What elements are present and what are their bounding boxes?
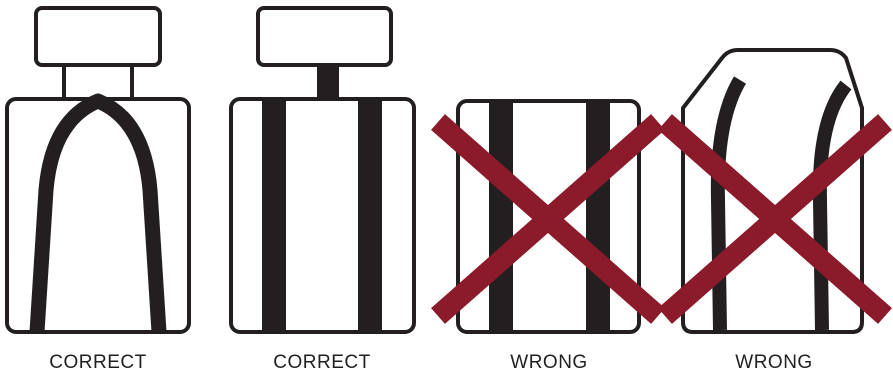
panel-2-neck <box>318 65 338 101</box>
panel-1-caption: CORRECT <box>18 352 178 374</box>
panel-3-strap-left <box>489 103 513 330</box>
panel-2-strap-right <box>358 101 382 330</box>
panel-2-bottle-straight-straps <box>231 8 414 332</box>
panel-2-cap <box>258 8 391 65</box>
panel-1-cap <box>36 8 160 65</box>
panel-2-strap-left <box>262 101 286 330</box>
panel-3-caption: WRONG <box>469 352 629 374</box>
panel-3-strap-right <box>586 103 610 330</box>
panel-2-caption: CORRECT <box>242 352 402 374</box>
panel-2-body <box>231 99 414 332</box>
panel-1-bottle-curved-straps <box>7 8 189 332</box>
panel-4-caption: WRONG <box>694 352 854 374</box>
